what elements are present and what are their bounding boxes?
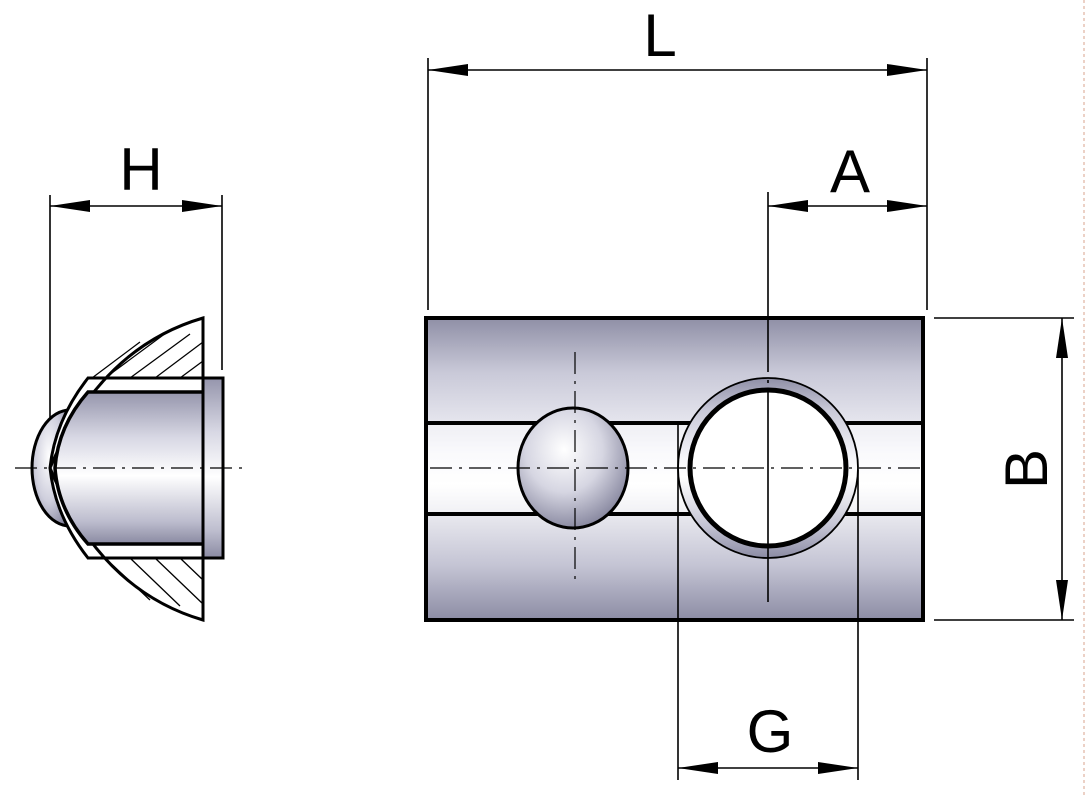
dimension-b-label: B: [993, 449, 1060, 489]
dimension-g-label: G: [747, 698, 794, 765]
side-view: H: [15, 136, 248, 623]
dimension-a-label: A: [830, 138, 870, 205]
front-view: L A B G: [424, 2, 1074, 780]
dimension-l-label: L: [643, 2, 676, 69]
dimension-h-label: H: [119, 136, 162, 203]
side-hatch-lower: [104, 557, 204, 607]
front-ball: [516, 406, 630, 530]
side-hatch-upper: [91, 329, 204, 379]
